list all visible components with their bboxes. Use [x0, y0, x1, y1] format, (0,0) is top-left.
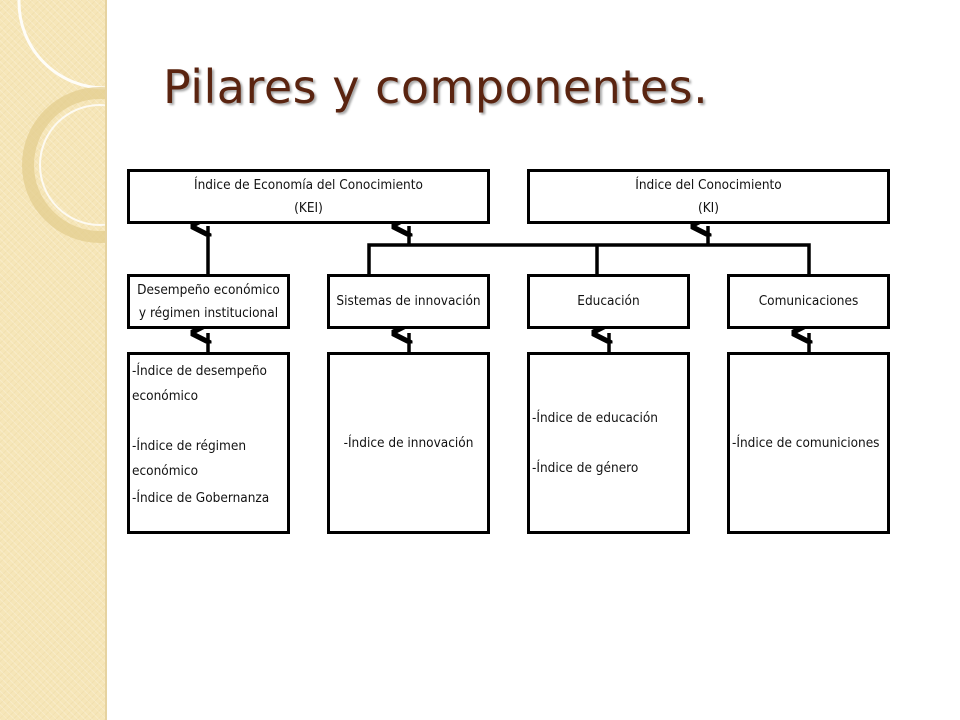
component-communications-index: -Índice de comuniciones: [732, 435, 880, 451]
pillar-economic-line2: y régimen institucional: [138, 304, 279, 321]
components-innovation-box: -Índice de innovación: [327, 352, 490, 534]
component-education-index: -Índice de educación: [532, 409, 658, 426]
connector-pillars-bus: [367, 243, 811, 275]
component-econ-regime-b: económico: [132, 463, 199, 479]
kei-box: Índice de Economía del Conocimiento (KEI…: [127, 169, 490, 224]
component-innovation-index: -Índice de innovación: [343, 434, 474, 451]
ki-abbrev: (KI): [697, 199, 720, 216]
components-education-box: -Índice de educación -Índice de género: [527, 352, 690, 534]
ki-box: Índice del Conocimiento (KI): [527, 169, 890, 224]
component-econ-performance-a: -Índice de desempeño: [132, 363, 267, 379]
pillar-innovation-label: Sistemas de innovación: [336, 293, 481, 309]
component-gender-index: -Índice de género: [532, 459, 639, 476]
pillar-innovation-box: Sistemas de innovación: [327, 274, 490, 329]
pillar-communications-label: Comunicaciones: [758, 293, 859, 309]
component-econ-regime-a: -Índice de régimen: [132, 438, 247, 454]
kei-title: Índice de Economía del Conocimiento: [194, 176, 423, 193]
pillar-education-label: Educación: [577, 293, 640, 309]
pillar-economic-box: Desempeño económico y régimen institucio…: [127, 274, 290, 329]
component-econ-performance-b: económico: [132, 388, 199, 404]
component-governance: -Índice de Gobernanza: [132, 490, 270, 506]
pillar-communications-box: Comunicaciones: [727, 274, 890, 329]
pillar-economic-line1: Desempeño económico: [137, 281, 280, 298]
components-communications-box: -Índice de comuniciones: [727, 352, 890, 534]
pillar-education-box: Educación: [527, 274, 690, 329]
decorative-circles: [17, 0, 105, 243]
decorative-side-strip: [0, 0, 107, 720]
slide-title: Pilares y componentes.: [163, 60, 709, 114]
ki-title: Índice del Conocimiento: [635, 176, 782, 193]
components-economic-box: -Índice de desempeño económico -Índice d…: [127, 352, 290, 534]
kei-abbrev: (KEI): [294, 199, 323, 216]
